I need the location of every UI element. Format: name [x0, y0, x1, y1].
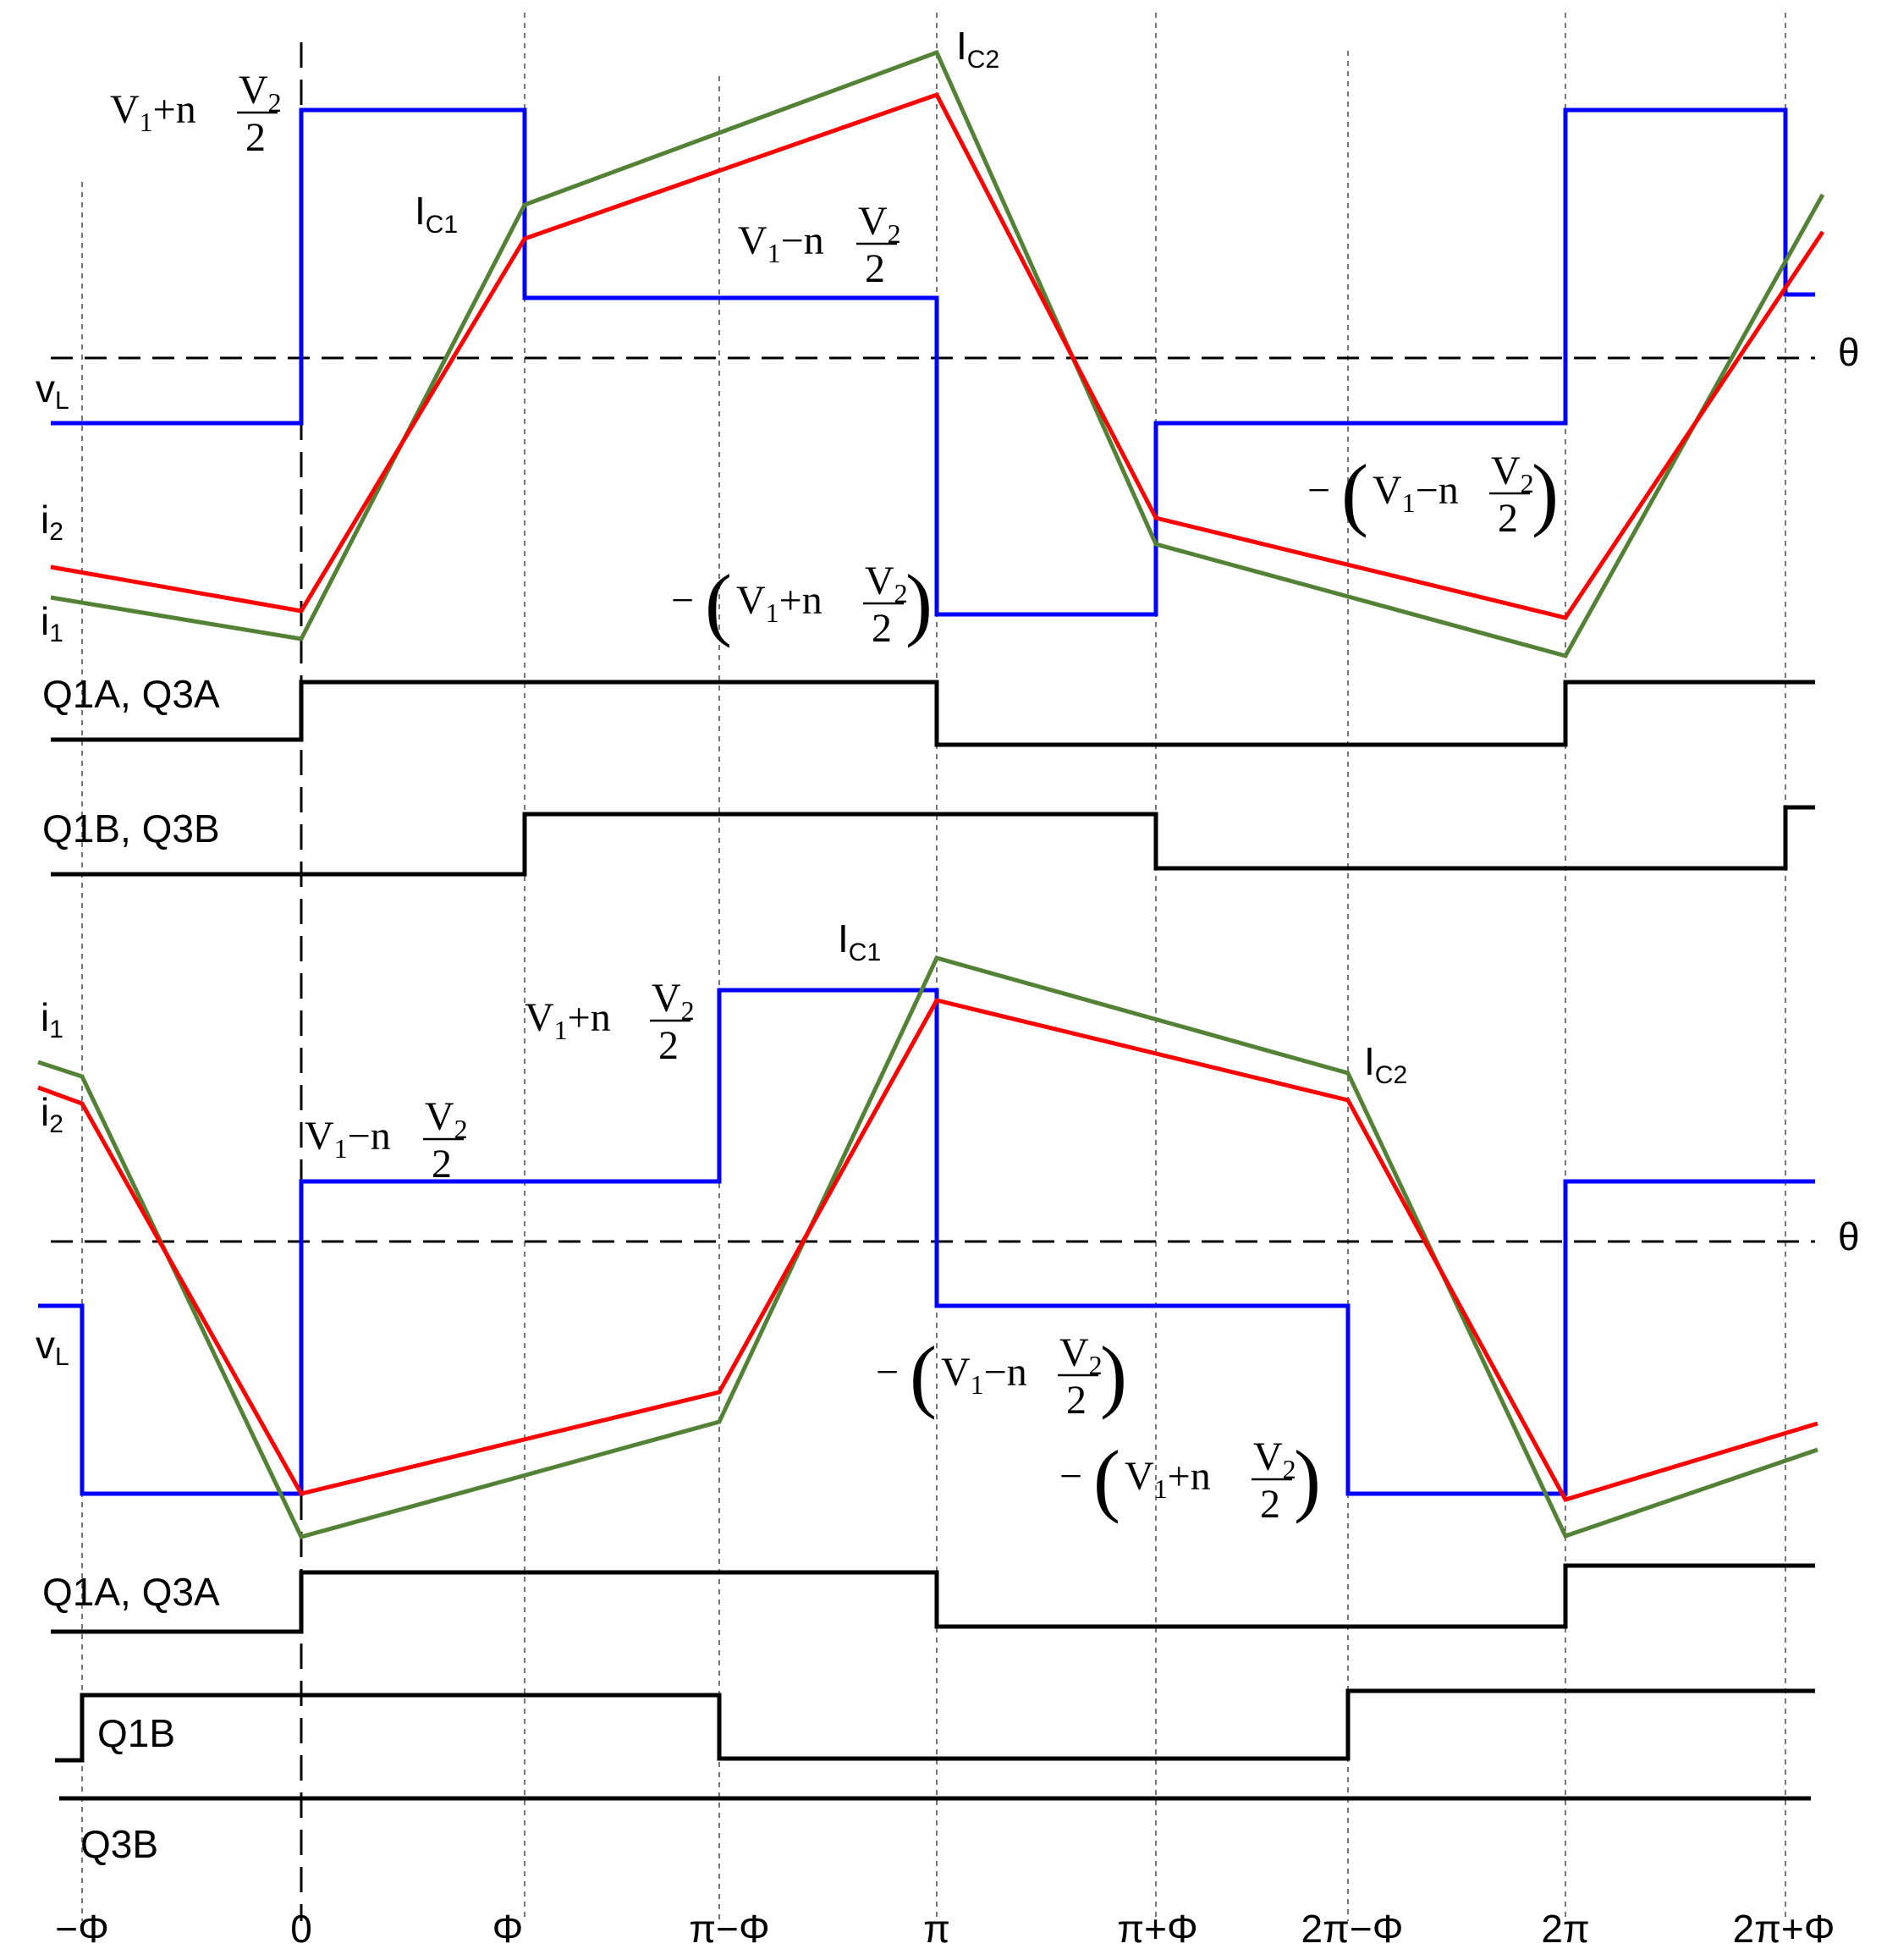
- bottom-q1a-label: Q1A, Q3A: [42, 1570, 220, 1614]
- svg-text:2: 2: [1066, 1378, 1087, 1423]
- svg-text:−: −: [671, 578, 694, 623]
- tick-label: 2π−Φ: [1301, 1907, 1404, 1951]
- top-expr-v1-minus: V1−n V2 2: [738, 199, 901, 291]
- bottom-vl-waveform: [38, 988, 1815, 1496]
- tick-label: π: [923, 1907, 950, 1951]
- bottom-q1b-gate-signal: [55, 1688, 1815, 1763]
- svg-text:2: 2: [432, 1142, 452, 1186]
- top-q1b-gate-signal: [51, 805, 1815, 877]
- bottom-expr-v1-plus: V1+n V2 2: [525, 976, 695, 1068]
- top-q1b-label: Q1B, Q3B: [42, 807, 220, 851]
- bottom-vl-label: vL: [36, 1323, 69, 1371]
- bottom-i1-waveform: [37, 955, 1818, 1539]
- tick-label: π+Φ: [1117, 1907, 1197, 1951]
- svg-text:(: (: [910, 1330, 937, 1420]
- svg-text:(: (: [705, 558, 732, 648]
- bottom-ic2-label: IC2: [1364, 1039, 1407, 1089]
- bottom-i2-label: i2: [41, 1090, 63, 1138]
- bottom-expr-v1-minus: V1−n V2 2: [305, 1094, 468, 1186]
- top-q1a-gate-signal: [51, 680, 1815, 747]
- bottom-q1b-label: Q1B: [97, 1711, 175, 1755]
- svg-text:V2: V2: [652, 976, 695, 1026]
- svg-text:−: −: [1307, 468, 1330, 513]
- svg-text:V2: V2: [1253, 1434, 1296, 1484]
- bottom-i2-waveform: [37, 998, 1818, 1502]
- svg-text:V1−n: V1−n: [1373, 468, 1459, 518]
- svg-text:): ): [1100, 1330, 1127, 1420]
- svg-text:V1−n: V1−n: [941, 1350, 1027, 1400]
- svg-text:2: 2: [1260, 1482, 1280, 1527]
- bottom-ic1-label: IC1: [838, 917, 881, 966]
- bottom-q3b-label: Q3B: [80, 1822, 158, 1866]
- svg-text:−: −: [1059, 1454, 1082, 1499]
- top-ic1-label: IC1: [415, 189, 458, 239]
- svg-text:2: 2: [1498, 496, 1518, 541]
- svg-text:(: (: [1093, 1434, 1120, 1524]
- bottom-theta-label: θ: [1838, 1214, 1860, 1258]
- svg-text:2: 2: [245, 115, 266, 160]
- top-i2-label: i2: [41, 498, 63, 546]
- top-vl-label: vL: [36, 366, 69, 415]
- bottom-q1a-gate-signal: [51, 1563, 1815, 1634]
- tick-label: Φ: [492, 1907, 524, 1951]
- svg-text:V2: V2: [865, 559, 908, 608]
- svg-text:): ): [905, 558, 932, 648]
- svg-text:V2: V2: [1059, 1330, 1103, 1380]
- svg-text:V2: V2: [425, 1094, 468, 1144]
- svg-text:): ): [1532, 448, 1559, 538]
- svg-text:V2: V2: [1491, 449, 1534, 498]
- top-expr-v1-plus: V1+n V2 2: [110, 68, 282, 160]
- bottom-i1-label: i1: [41, 995, 63, 1043]
- phase-tick-labels: −Φ 0 Φ π−Φ π π+Φ 2π−Φ 2π 2π+Φ: [55, 1907, 1835, 1951]
- bottom-expr-neg-v1-minus: − ( V1−n V2 2 ): [876, 1330, 1127, 1423]
- svg-text:V2: V2: [858, 199, 901, 249]
- tick-label: π−Φ: [689, 1907, 769, 1951]
- svg-text:V1−n: V1−n: [305, 1114, 391, 1164]
- svg-text:−: −: [876, 1350, 899, 1395]
- svg-text:V1+n: V1+n: [736, 578, 822, 628]
- tick-label: 2π+Φ: [1733, 1907, 1835, 1951]
- top-i1-label: i1: [41, 599, 63, 647]
- svg-text:V1+n: V1+n: [110, 87, 196, 137]
- bottom-panel: θ vL i1 i2 IC1 IC2 Q1A, Q3A Q1B Q3B V1+n…: [36, 917, 1860, 1866]
- tick-label: 0: [290, 1907, 312, 1951]
- tick-label: −Φ: [55, 1907, 109, 1951]
- top-expr-neg-v1-plus: − ( V1+n V2 2 ): [671, 558, 932, 651]
- svg-text:2: 2: [872, 606, 892, 651]
- tick-label: 2π: [1541, 1907, 1589, 1951]
- top-i2-waveform: [50, 91, 1825, 620]
- bottom-expr-neg-v1-plus: − ( V1+n V2 2 ): [1059, 1434, 1321, 1527]
- svg-text:V1+n: V1+n: [525, 995, 611, 1045]
- top-theta-label: θ: [1838, 330, 1860, 374]
- top-panel: θ vL i2 i1 IC1 IC2 Q1A, Q3A Q1B, Q3B V1+…: [36, 24, 1860, 877]
- svg-text:V1−n: V1−n: [738, 218, 824, 268]
- top-expr-neg-v1-minus: − ( V1−n V2 2 ): [1307, 448, 1559, 541]
- svg-text:V1+n: V1+n: [1125, 1454, 1211, 1504]
- svg-text:2: 2: [865, 246, 885, 291]
- top-i1-waveform: [50, 49, 1825, 658]
- top-vl-waveform: [51, 107, 1815, 617]
- svg-text:): ): [1294, 1434, 1321, 1524]
- svg-text:2: 2: [658, 1023, 679, 1068]
- svg-text:(: (: [1341, 448, 1368, 538]
- top-ic2-label: IC2: [956, 24, 999, 74]
- svg-text:V2: V2: [239, 68, 282, 118]
- top-q1a-label: Q1A, Q3A: [42, 672, 220, 716]
